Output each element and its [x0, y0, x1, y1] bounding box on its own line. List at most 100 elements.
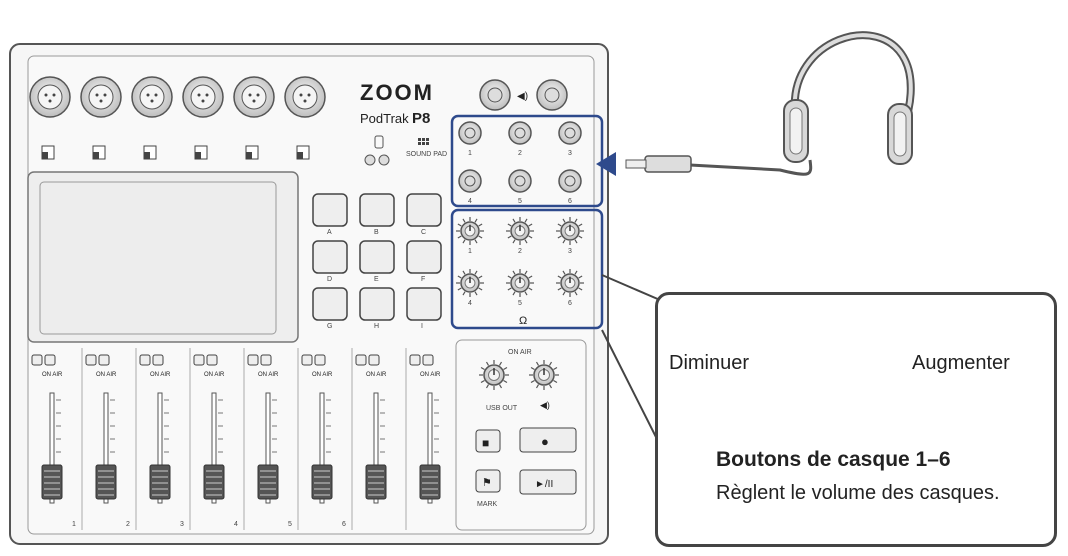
on-air-label: ON AIR	[204, 372, 225, 378]
headphone-jack[interactable]	[508, 169, 532, 193]
phantom-switch[interactable]	[41, 145, 55, 160]
pad-letter: G	[327, 323, 332, 330]
on-air-label: ON AIR	[312, 372, 333, 378]
on-air-master-label: ON AIR	[508, 349, 532, 356]
sound-pad[interactable]	[312, 240, 348, 274]
play-pause-button[interactable]: ►/II	[519, 469, 577, 495]
headphone-volume-knob[interactable]	[506, 269, 534, 297]
channel-fader[interactable]	[149, 464, 171, 500]
on-air-button[interactable]	[44, 354, 56, 366]
pad-letter: H	[374, 323, 379, 330]
channel-fader[interactable]	[257, 464, 279, 500]
knob-number: 1	[468, 248, 472, 255]
xlr-input[interactable]	[233, 76, 275, 118]
mute-button[interactable]	[85, 354, 97, 366]
xlr-input[interactable]	[284, 76, 326, 118]
model-prefix: PodTrak	[360, 111, 409, 126]
brand-logo: ZOOM	[360, 80, 434, 105]
jack-number: 3	[568, 150, 572, 157]
plug-in-arrow	[596, 152, 616, 176]
knob-number: 4	[468, 300, 472, 307]
jack-number: 2	[518, 150, 522, 157]
pad-letter: D	[327, 276, 332, 283]
sound-pad[interactable]	[312, 287, 348, 321]
on-air-button[interactable]	[152, 354, 164, 366]
on-air-button[interactable]	[422, 354, 434, 366]
on-air-button[interactable]	[368, 354, 380, 366]
xlr-input[interactable]	[80, 76, 122, 118]
phantom-switch[interactable]	[194, 145, 208, 160]
headphone-jack[interactable]	[558, 121, 582, 145]
sound-pad[interactable]	[359, 193, 395, 227]
sound-pad[interactable]	[406, 240, 442, 274]
record-button[interactable]: ●	[519, 427, 577, 453]
jack-number: 4	[468, 198, 472, 205]
mark-button[interactable]: ⚑	[475, 469, 501, 493]
decrease-label: Diminuer	[669, 352, 750, 374]
headphone-volume-knob[interactable]	[456, 269, 484, 297]
channel-strip: ON AIR	[405, 348, 441, 530]
headphone-knobs-highlight	[450, 208, 604, 330]
sound-pad[interactable]	[406, 193, 442, 227]
mute-button[interactable]	[355, 354, 367, 366]
mute-button[interactable]	[31, 354, 43, 366]
phantom-switch[interactable]	[296, 145, 310, 160]
sound-pad[interactable]	[359, 240, 395, 274]
channel-fader[interactable]	[311, 464, 333, 500]
mute-button[interactable]	[247, 354, 259, 366]
channel-fader[interactable]	[203, 464, 225, 500]
pad-letter: F	[421, 276, 425, 283]
headphone-jack[interactable]	[558, 169, 582, 193]
phantom-switch[interactable]	[92, 145, 106, 160]
sound-pad[interactable]	[406, 287, 442, 321]
headphone-volume-knob[interactable]	[456, 217, 484, 245]
headphone-volume-knob[interactable]	[556, 217, 584, 245]
monitor-volume-knob[interactable]	[529, 360, 559, 390]
pad-letter: I	[421, 323, 423, 330]
channel-number: 2	[126, 521, 130, 528]
callout-description: Règlent le volume des casques.	[716, 482, 1000, 504]
stop-button[interactable]: ■	[475, 429, 501, 453]
headphone-jack[interactable]	[508, 121, 532, 145]
channel-strip: ON AIR	[351, 348, 387, 530]
mute-button[interactable]	[139, 354, 151, 366]
phantom-switch[interactable]	[143, 145, 157, 160]
headphone-jack[interactable]	[458, 169, 482, 193]
headphone-cable	[689, 159, 813, 176]
usb-out-knob[interactable]	[479, 360, 509, 390]
mute-button[interactable]	[193, 354, 205, 366]
sound-pad[interactable]	[359, 287, 395, 321]
xlr-input[interactable]	[131, 76, 173, 118]
on-air-button[interactable]	[314, 354, 326, 366]
xlr-input[interactable]	[182, 76, 224, 118]
sound-pad[interactable]	[312, 193, 348, 227]
headphone-jack[interactable]	[458, 121, 482, 145]
on-air-button[interactable]	[260, 354, 272, 366]
mute-button[interactable]	[409, 354, 421, 366]
pad-letter: C	[421, 229, 426, 236]
headphone-volume-knob[interactable]	[506, 217, 534, 245]
channel-fader[interactable]	[41, 464, 63, 500]
phantom-switch[interactable]	[245, 145, 259, 160]
display-screen	[39, 181, 277, 335]
channel-fader[interactable]	[95, 464, 117, 500]
on-air-button[interactable]	[206, 354, 218, 366]
record-symbol: ●	[541, 434, 549, 449]
svg-text:◀): ◀)	[517, 91, 528, 102]
model-suffix: P8	[412, 110, 430, 127]
knob-number: 6	[568, 300, 572, 307]
headphone-volume-knob[interactable]	[556, 269, 584, 297]
increase-label: Augmenter	[912, 352, 1010, 374]
mute-button[interactable]	[301, 354, 313, 366]
channel-fader[interactable]	[419, 464, 441, 500]
on-air-button[interactable]	[98, 354, 110, 366]
xlr-input[interactable]	[29, 76, 71, 118]
channel-fader[interactable]	[365, 464, 387, 500]
on-air-label: ON AIR	[420, 372, 441, 378]
